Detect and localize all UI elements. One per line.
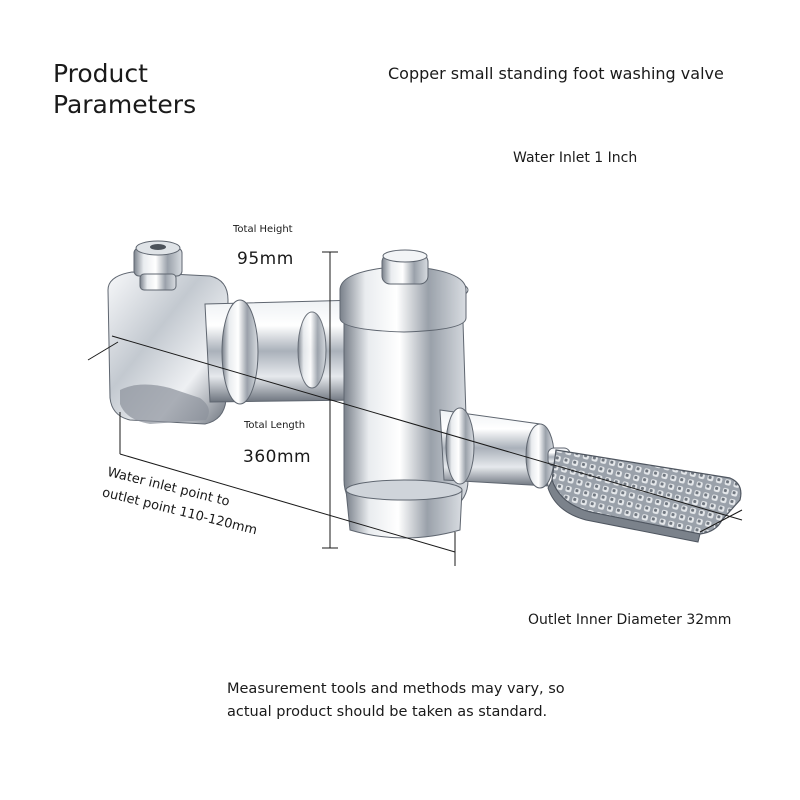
page-title: Product Parameters [53,58,196,120]
dimension-lines [87,251,743,566]
measurement-note: Measurement tools and methods may vary, … [227,678,607,724]
title-line-1: Product [53,59,148,88]
valve-inlet-body [107,240,229,425]
note-line-1: Measurement tools and methods may vary, … [227,681,565,697]
foot-pedal [547,449,742,543]
valve-pipe [204,299,361,405]
outlet-diameter-spec: Outlet Inner Diameter 32mm [528,612,732,628]
total-length-value: 360mm [243,447,312,467]
valve-outlet-coupling [439,407,571,489]
valve-central-body [339,249,469,539]
total-height-value: 95mm [237,249,294,269]
water-inlet-spec: Water Inlet 1 Inch [513,150,638,166]
title-line-2: Parameters [53,90,197,119]
total-height-label: Total Height [233,224,293,235]
total-length-label: Total Length [244,420,306,431]
product-name: Copper small standing foot washing valve [388,64,724,83]
note-line-2: actual product should be taken as standa… [227,704,548,720]
